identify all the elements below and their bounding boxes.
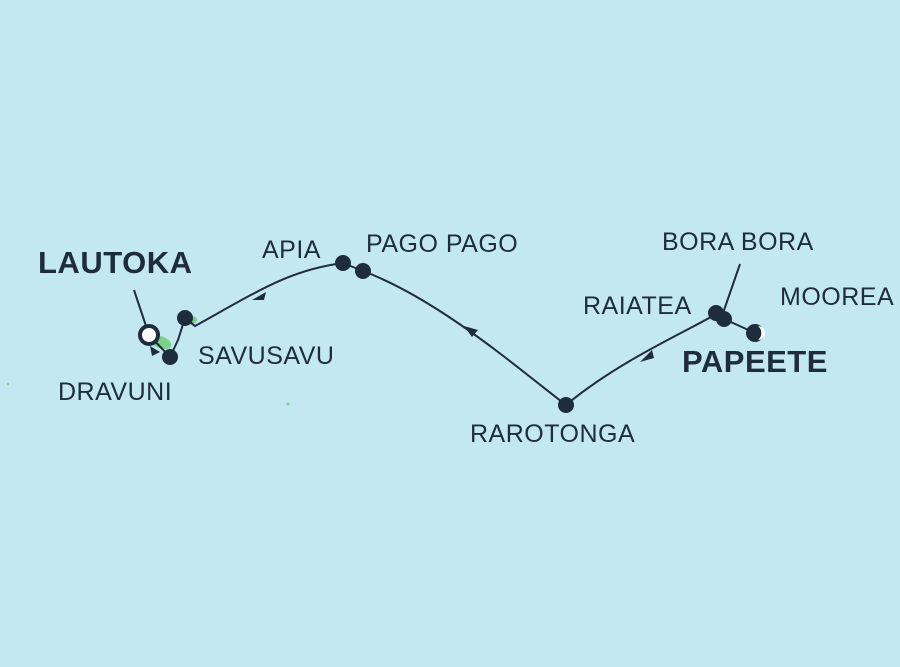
port-marker-pago-pago bbox=[355, 263, 371, 279]
port-label-rarotonga: RAROTONGA bbox=[470, 420, 636, 448]
port-label-savusavu: SAVUSAVU bbox=[198, 342, 335, 370]
route-line bbox=[133, 261, 756, 407]
port-marker-moorea bbox=[758, 326, 765, 340]
port-marker-dravuni bbox=[162, 349, 178, 365]
port-label-moorea: MOOREA bbox=[780, 283, 895, 311]
direction-arrows bbox=[150, 292, 654, 362]
port-marker-lautoka bbox=[138, 324, 160, 346]
port-label-papeete: PAPEETE bbox=[682, 344, 828, 379]
port-marker-apia bbox=[335, 255, 351, 271]
port-markers bbox=[138, 255, 765, 413]
arrow-icon bbox=[640, 350, 654, 362]
port-marker-savusavu bbox=[177, 310, 193, 326]
port-label-apia: APIA bbox=[262, 236, 321, 264]
port-label-lautoka: LAUTOKA bbox=[38, 245, 193, 280]
arrow-icon bbox=[150, 346, 160, 356]
port-label-raiatea: RAIATEA bbox=[583, 292, 692, 320]
arrow-icon bbox=[252, 292, 266, 300]
port-marker-papeete bbox=[746, 324, 764, 342]
port-label-pago-pago: PAGO PAGO bbox=[366, 230, 519, 258]
port-marker-rarotonga bbox=[558, 397, 574, 413]
arrow-icon bbox=[464, 326, 478, 337]
port-label-dravuni: DRAVUNI bbox=[58, 378, 173, 406]
port-label-bora-bora: BORA BORA bbox=[662, 228, 814, 256]
port-marker-bora-bora bbox=[716, 311, 732, 327]
